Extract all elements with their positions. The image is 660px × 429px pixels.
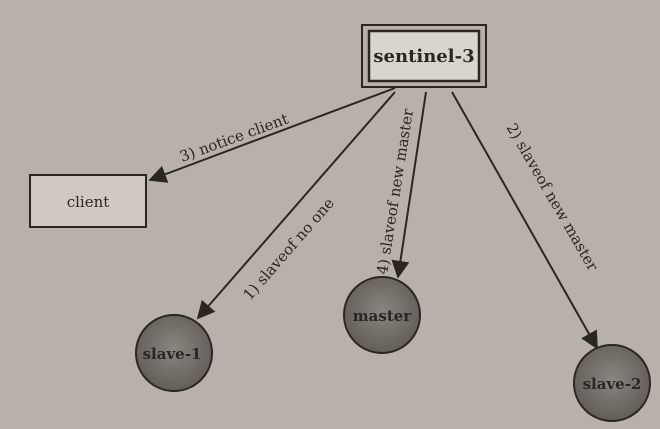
master-label: master <box>353 307 413 325</box>
node-sentinel-3: sentinel-3 <box>361 24 487 88</box>
client-box <box>29 174 147 228</box>
node-slave-1: slave-1 <box>135 314 213 392</box>
node-slave-2: slave-2 <box>573 344 651 422</box>
arrow-slaveof-new-master-4 <box>391 91 427 279</box>
client-label: client <box>67 193 110 211</box>
sentinel-outer-border <box>361 24 487 88</box>
slave-2-label: slave-2 <box>583 375 642 393</box>
slave-1-circle <box>135 314 213 392</box>
arrow-slaveof-no-one <box>196 91 396 320</box>
arrow-slaveof-new-master-2 <box>451 91 598 350</box>
sentinel-label: sentinel-3 <box>373 46 474 67</box>
node-master: master <box>343 276 421 354</box>
slave-1-label: slave-1 <box>143 345 202 363</box>
master-circle <box>343 276 421 354</box>
node-client: client <box>29 174 147 228</box>
sentinel-inner-box <box>367 29 481 83</box>
slave-2-circle <box>573 344 651 422</box>
arrow-notice-client <box>148 87 396 183</box>
